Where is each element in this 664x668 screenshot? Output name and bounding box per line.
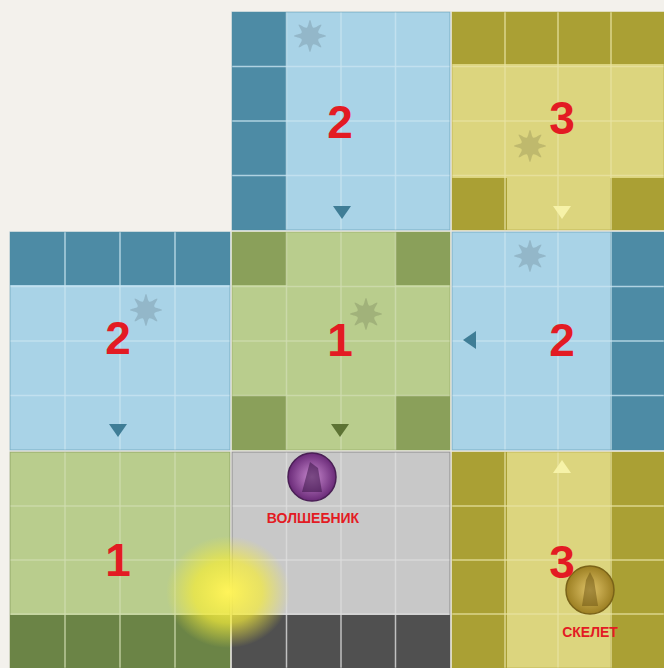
grid-line — [174, 232, 176, 450]
tile-wall — [610, 178, 664, 230]
grid-line — [232, 175, 450, 177]
tile-floor — [452, 12, 664, 230]
tile-edge — [232, 12, 450, 230]
tile-number: 2 — [327, 99, 353, 145]
map-tile: 3 — [452, 452, 664, 668]
tile-graphic — [10, 232, 230, 450]
tile-floor — [232, 232, 450, 450]
tile-edge — [10, 232, 230, 450]
grid-line — [610, 232, 612, 450]
tile-wall — [232, 232, 287, 285]
grid-line — [395, 232, 397, 450]
map-tile: 1 — [10, 452, 230, 668]
tile-graphic — [232, 232, 450, 450]
map-tile: 2 — [232, 12, 450, 230]
direction-arrow — [553, 206, 571, 219]
skeleton-figure — [582, 572, 598, 606]
tile-number: 3 — [549, 95, 575, 141]
tile-wall — [395, 232, 450, 285]
tile-number: 2 — [105, 315, 131, 361]
direction-arrow — [109, 424, 127, 437]
direction-arrow — [333, 206, 351, 219]
tile-floor — [10, 232, 230, 450]
tile-number: 1 — [105, 537, 131, 583]
map-tile: 1 — [232, 232, 450, 450]
token-label: ВОЛШЕБНИК — [267, 511, 359, 525]
tile-graphic — [452, 232, 664, 450]
tile-number: 2 — [549, 317, 575, 363]
tile-wall — [395, 395, 450, 450]
grid-line — [610, 12, 612, 230]
tile-wall — [452, 178, 507, 230]
wizard-token — [288, 453, 336, 501]
tile-graphic — [452, 12, 664, 230]
grid-line — [395, 452, 397, 668]
map-tile: 2 — [10, 232, 230, 450]
floor-mark — [294, 20, 326, 52]
light-glow — [166, 536, 290, 648]
map-tile: 2 — [452, 232, 664, 450]
grid-line — [10, 395, 230, 397]
tile-edge — [452, 452, 664, 668]
grid-line — [232, 395, 450, 397]
direction-arrow — [463, 331, 476, 349]
wizard-figure — [302, 462, 322, 492]
map-tile: 3 — [452, 12, 664, 230]
floor-mark — [514, 130, 546, 162]
tile-number: 1 — [327, 317, 353, 363]
tile-graphic — [452, 452, 664, 668]
tile-edge — [452, 12, 664, 230]
floor-mark — [130, 294, 162, 326]
grid-line — [395, 12, 397, 230]
tile-edge — [452, 232, 664, 450]
direction-arrow — [553, 460, 571, 473]
tile-floor — [232, 12, 450, 230]
floor-mark — [514, 240, 546, 272]
tile-number: 3 — [549, 539, 575, 585]
token-label: СКЕЛЕТ — [562, 625, 618, 639]
tile-floor — [452, 452, 664, 668]
tile-graphic — [232, 12, 450, 230]
tile-edge — [232, 232, 450, 450]
floor-mark — [350, 298, 382, 330]
tile-wall — [232, 395, 287, 450]
tile-floor — [452, 232, 664, 450]
direction-arrow — [331, 424, 349, 437]
grid-line — [452, 613, 664, 615]
grid-line — [452, 395, 664, 397]
grid-line — [174, 452, 176, 668]
grid-line — [452, 175, 664, 177]
